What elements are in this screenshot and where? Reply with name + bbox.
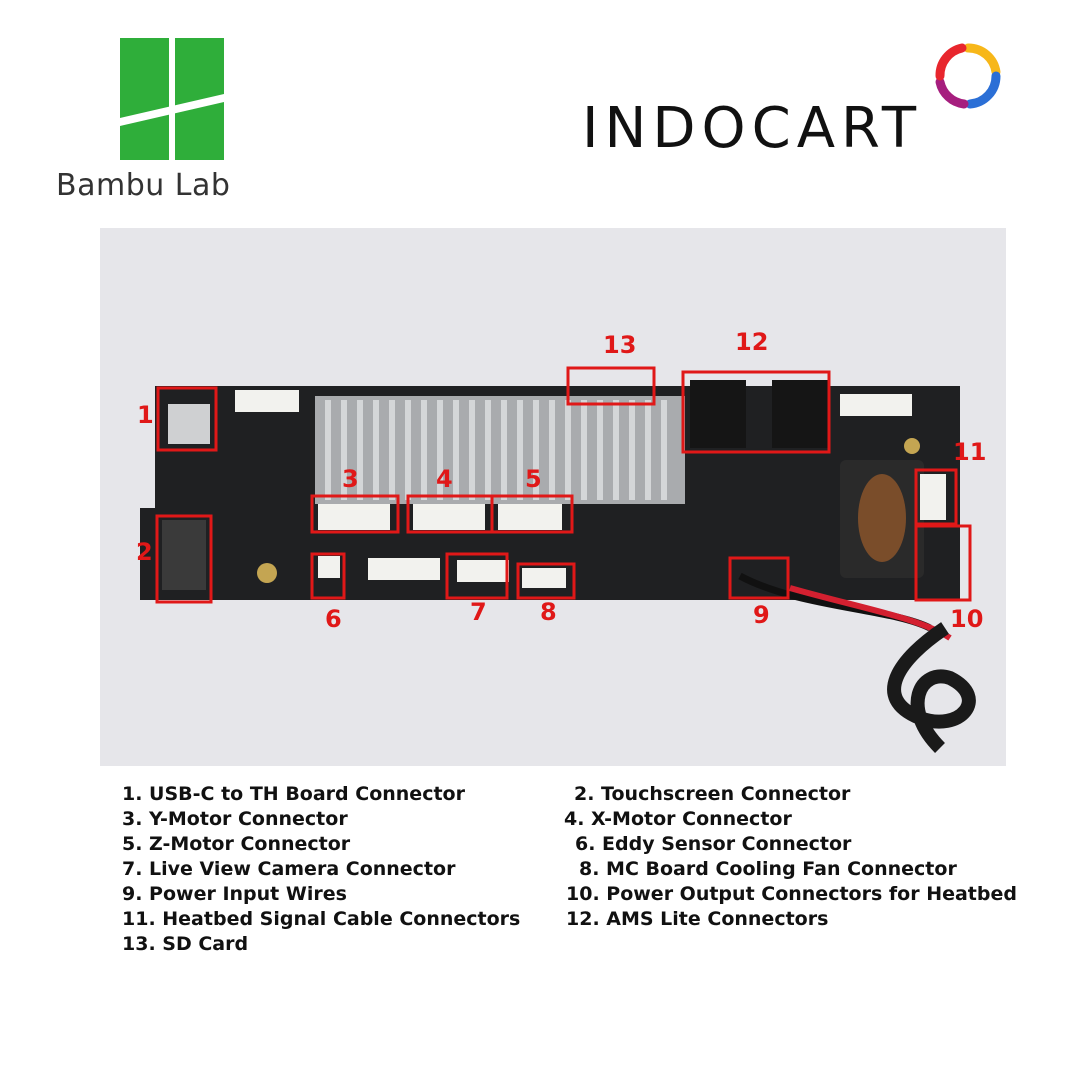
- legend-item: 1. USB-C to TH Board Connector: [122, 783, 465, 805]
- legend-item: 7. Live View Camera Connector: [122, 858, 456, 880]
- bambu-lab-wordmark: Bambu Lab: [56, 168, 231, 203]
- legend-item: 8. MC Board Cooling Fan Connector: [579, 858, 957, 880]
- callout-9: 9: [753, 601, 770, 629]
- callout-10: 10: [950, 605, 984, 633]
- callout-8: 8: [540, 598, 557, 626]
- callout-12: 12: [735, 328, 769, 356]
- legend-item: 2. Touchscreen Connector: [574, 783, 851, 805]
- highlight-box-1: [156, 386, 218, 452]
- highlight-box-12: [566, 366, 656, 406]
- legend-item: 9. Power Input Wires: [122, 883, 347, 905]
- legend-item: 6. Eddy Sensor Connector: [575, 833, 852, 855]
- highlight-box-11: [681, 370, 831, 454]
- callout-3: 3: [342, 465, 359, 493]
- board-photo: [100, 228, 1006, 766]
- callout-1: 1: [137, 401, 154, 429]
- heatsink: [315, 396, 685, 504]
- highlight-box-3: [310, 494, 400, 534]
- legend-item: 4. X-Motor Connector: [564, 808, 792, 830]
- callout-6: 6: [325, 605, 342, 633]
- legend-item: 3. Y-Motor Connector: [122, 808, 348, 830]
- highlight-box-7: [445, 552, 509, 600]
- indocart-wordmark: INDOCART: [582, 96, 923, 161]
- highlight-box-2: [155, 514, 213, 604]
- callout-11: 11: [953, 438, 987, 466]
- callout-7: 7: [470, 598, 487, 626]
- bambu-lab-logo: [120, 38, 224, 160]
- legend-item: 12. AMS Lite Connectors: [566, 908, 829, 930]
- indocart-swirl-icon: [935, 43, 1001, 109]
- highlight-box-10: [914, 468, 958, 526]
- legend-item: 11. Heatbed Signal Cable Connectors: [122, 908, 521, 930]
- legend-item: 10. Power Output Connectors for Heatbed: [566, 883, 1017, 905]
- highlight-box-8: [516, 562, 576, 600]
- highlight-box-13: [914, 524, 972, 602]
- callout-4: 4: [436, 465, 453, 493]
- highlight-box-5: [490, 494, 574, 534]
- callout-5: 5: [525, 465, 542, 493]
- legend-item: 5. Z-Motor Connector: [122, 833, 351, 855]
- callout-2: 2: [136, 538, 153, 566]
- callout-13: 13: [603, 331, 637, 359]
- highlight-box-6: [310, 552, 346, 600]
- highlight-box-9: [728, 556, 790, 600]
- legend-item: 13. SD Card: [122, 933, 249, 955]
